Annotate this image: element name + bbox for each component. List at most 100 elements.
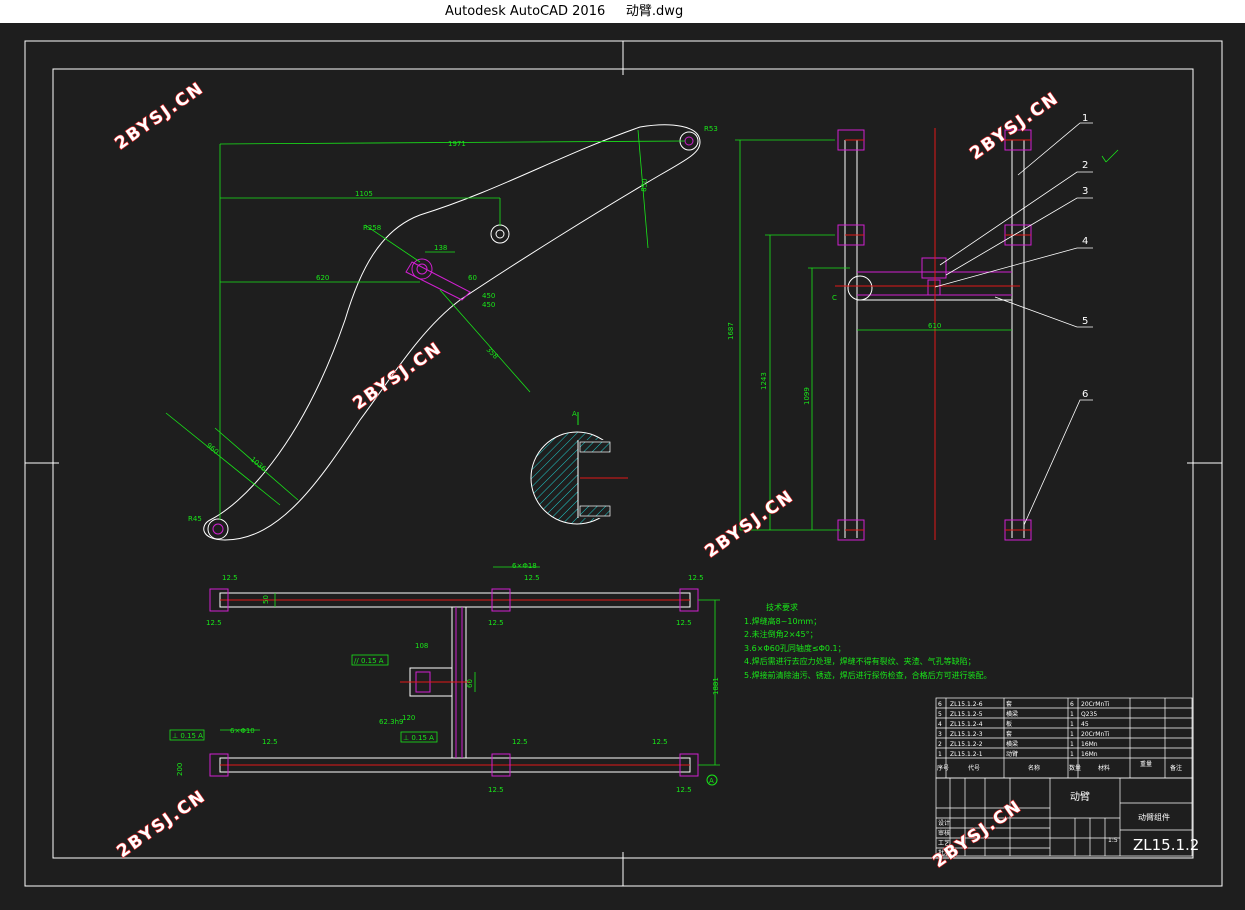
dim-plan-50: 50 bbox=[262, 595, 270, 604]
note-4: 4.焊后需进行去应力处理，焊缝不得有裂纹、夹渣、气孔等缺陷； bbox=[744, 656, 976, 666]
dim-plan-125j: 12.5 bbox=[488, 786, 504, 794]
tol-perp-2: ⊥ 0.15 A bbox=[403, 734, 434, 742]
dim-r53: R53 bbox=[704, 125, 718, 133]
bom-header-remark: 备注 bbox=[1170, 764, 1182, 772]
dim-1243: 1243 bbox=[760, 372, 768, 390]
tb-part-name: 动臂 bbox=[1070, 790, 1090, 803]
note-2: 2.未注倒角2×45°； bbox=[744, 629, 818, 639]
dim-plan-62: 62.3h9 bbox=[379, 718, 403, 726]
bom-qty: 1 bbox=[1070, 731, 1074, 738]
watermark-5: 2BYSJ.CN bbox=[113, 786, 210, 862]
dim-1687: 1687 bbox=[727, 322, 735, 340]
dim-plan-125c: 12.5 bbox=[688, 574, 704, 582]
bom-header-name: 名称 bbox=[1028, 764, 1040, 772]
dim-960: 960 bbox=[205, 441, 220, 456]
bom-header-code: 代号 bbox=[968, 764, 980, 772]
dim-1099: 1099 bbox=[803, 387, 811, 405]
dim-1971: 1971 bbox=[448, 140, 466, 148]
dim-610: 610 bbox=[928, 322, 941, 330]
bom-code: ZL15.1.2-4 bbox=[950, 721, 983, 728]
tb-process: 工艺 bbox=[938, 839, 950, 847]
bom-qty: 1 bbox=[1070, 741, 1074, 748]
dim-c: C bbox=[832, 294, 837, 302]
bom-qty: 1 bbox=[1070, 721, 1074, 728]
cad-drawing[interactable]: 1971 1105 620 850 138 R258 60 450 450 35… bbox=[0, 23, 1245, 910]
bom-name: 横梁 bbox=[1006, 710, 1018, 718]
bom-material: 16Mn bbox=[1081, 741, 1098, 748]
title-block-text: 动臂 动臂组件 ZL15.1.2 1:5 设计 审核 工艺 批准 bbox=[938, 790, 1199, 857]
tol-perp-1: ⊥ 0.15 A bbox=[172, 732, 203, 740]
dim-r258: R258 bbox=[363, 224, 381, 232]
dim-358: 358 bbox=[485, 346, 500, 361]
bom-header-weight: 重量 bbox=[1140, 760, 1152, 768]
window-titlebar: Autodesk AutoCAD 2016 动臂.dwg bbox=[0, 0, 1245, 23]
datum-a: A bbox=[709, 777, 714, 785]
bom-header-qty: 数量 bbox=[1069, 764, 1081, 772]
bom-code: ZL15.1.2-5 bbox=[950, 711, 983, 718]
bom-no: 2 bbox=[938, 741, 942, 748]
dim-plan-125b: 12.5 bbox=[524, 574, 540, 582]
dim-plan-6x18: 6×Φ18 bbox=[512, 562, 537, 570]
sheet-border bbox=[24, 40, 1223, 887]
bom-material: 16Mn bbox=[1081, 751, 1098, 758]
note-3: 3.6×Φ60孔同轴度≤Φ0.1； bbox=[744, 643, 846, 653]
leader-2: 2 bbox=[1082, 160, 1088, 171]
dim-plan-125d: 12.5 bbox=[206, 619, 222, 627]
watermark-4: 2BYSJ.CN bbox=[701, 486, 798, 562]
bom-no: 3 bbox=[938, 731, 942, 738]
front-view-dim-text: 1687 1243 1099 610 C bbox=[727, 294, 941, 405]
bom-rows: 6 ZL15.1.2-6 套 6 20CrMnTi 5 ZL15.1.2-5 横… bbox=[937, 700, 1182, 772]
tol-parallel: // 0.15 A bbox=[354, 657, 384, 665]
drawing-canvas[interactable]: 1971 1105 620 850 138 R258 60 450 450 35… bbox=[0, 23, 1245, 910]
side-view-dim-text: 1971 1105 620 850 138 R258 60 450 450 35… bbox=[188, 125, 718, 523]
leader-5: 5 bbox=[1082, 316, 1088, 327]
title-block bbox=[935, 777, 1193, 857]
dim-plan-125i: 12.5 bbox=[652, 738, 668, 746]
bom-name: 套 bbox=[1006, 730, 1012, 738]
dim-plan-6x10: 6×Φ10 bbox=[230, 727, 255, 735]
bom-code: ZL15.1.2-3 bbox=[950, 731, 983, 738]
technical-notes: 技术要求 1.焊缝高8~10mm； 2.未注倒角2×45°； 3.6×Φ60孔同… bbox=[744, 602, 992, 680]
leader-4: 4 bbox=[1082, 236, 1088, 247]
bom-name: 横梁 bbox=[1006, 740, 1018, 748]
bom-no: 1 bbox=[938, 751, 942, 758]
leader-6: 6 bbox=[1082, 389, 1088, 400]
dim-plan-125e: 12.5 bbox=[488, 619, 504, 627]
bom-name: 动臂 bbox=[1006, 750, 1018, 758]
dim-plan-120: 120 bbox=[402, 714, 415, 722]
dim-plan-1881: 1881 bbox=[712, 677, 720, 695]
dim-plan-125f: 12.5 bbox=[676, 619, 692, 627]
tb-designer: 设计 bbox=[938, 819, 950, 827]
dim-plan-125g: 12.5 bbox=[262, 738, 278, 746]
bom-material: 20CrMnTi bbox=[1081, 701, 1110, 708]
bom-code: ZL15.1.2-2 bbox=[950, 741, 983, 748]
plan-view-dims bbox=[220, 566, 720, 766]
bom-code: ZL15.1.2-6 bbox=[950, 701, 983, 708]
dim-1036: 1036 bbox=[249, 455, 268, 473]
dim-450b: 450 bbox=[482, 301, 495, 309]
dim-plan-125h: 12.5 bbox=[512, 738, 528, 746]
front-view-dims bbox=[735, 139, 1119, 531]
front-view bbox=[835, 128, 1032, 541]
dim-plan-125a: 12.5 bbox=[222, 574, 238, 582]
bom-no: 4 bbox=[938, 721, 942, 728]
note-5: 5.焊接前清除油污、锈迹，焊后进行探伤检查，合格后方可进行装配。 bbox=[744, 670, 992, 680]
dim-plan-125k: 12.5 bbox=[676, 786, 692, 794]
dim-plan-200: 200 bbox=[176, 763, 184, 776]
leader-1: 1 bbox=[1082, 113, 1088, 124]
note-1: 1.焊缝高8~10mm； bbox=[744, 616, 821, 626]
tb-scale: 1:5 bbox=[1108, 837, 1118, 844]
bom-name: 板 bbox=[1006, 720, 1012, 728]
bom-header-no: 序号 bbox=[937, 764, 949, 772]
bom-code: ZL15.1.2-1 bbox=[950, 751, 983, 758]
plan-view-dim-text: 12.5 12.5 12.5 12.5 12.5 12.5 12.5 12.5 … bbox=[172, 562, 720, 794]
bom-name: 套 bbox=[1006, 700, 1012, 708]
side-view-dimensions bbox=[165, 129, 686, 520]
dim-138: 138 bbox=[434, 244, 447, 252]
dim-450a: 450 bbox=[482, 292, 495, 300]
bom-no: 5 bbox=[938, 711, 942, 718]
dim-1105: 1105 bbox=[355, 190, 373, 198]
bom-qty: 1 bbox=[1070, 711, 1074, 718]
watermark-1: 2BYSJ.CN bbox=[111, 78, 208, 154]
bom-header-material: 材料 bbox=[1098, 764, 1110, 772]
